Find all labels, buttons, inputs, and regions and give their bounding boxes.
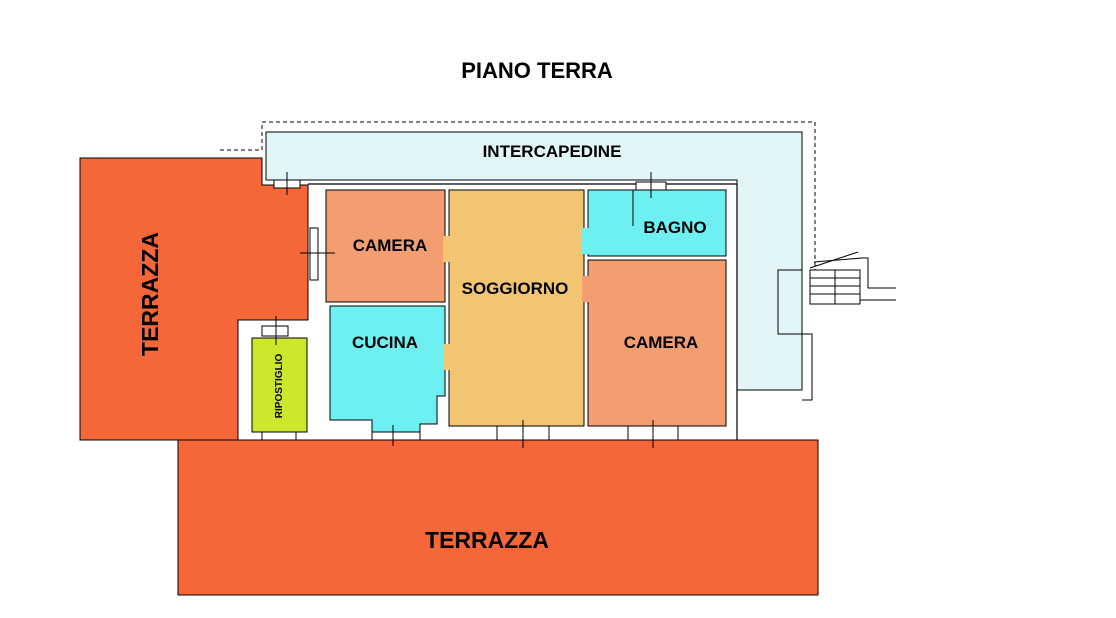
label-camera-1: CAMERA	[353, 236, 428, 255]
terrazza-bottom	[177, 439, 819, 596]
room-bagno	[587, 189, 727, 257]
opening-camera-soggiorno	[443, 236, 451, 262]
label-intercapedine: INTERCAPEDINE	[483, 142, 622, 161]
opening-cucina-soggiorno	[443, 344, 451, 370]
label-ripostiglio: RIPOSTIGLIO	[274, 354, 285, 419]
label-cucina: CUCINA	[352, 333, 418, 352]
room-soggiorno	[448, 189, 585, 427]
terrazza-left	[79, 157, 309, 441]
external-stairs	[777, 251, 896, 401]
label-soggiorno: SOGGIORNO	[462, 279, 569, 298]
label-bagno: BAGNO	[643, 218, 706, 237]
room-camera-2	[587, 259, 727, 427]
opening-soggiorno-bagno	[582, 228, 590, 254]
label-terrazza-left: TERRAZZA	[137, 232, 163, 356]
label-terrazza-bottom: TERRAZZA	[425, 527, 549, 553]
plan-title: PIANO TERRA	[461, 58, 613, 83]
room-cucina	[329, 305, 446, 433]
opening-soggiorno-camera	[582, 276, 590, 302]
property-boundary	[220, 121, 816, 270]
room-camera-1	[325, 189, 446, 303]
label-camera-2: CAMERA	[624, 333, 699, 352]
